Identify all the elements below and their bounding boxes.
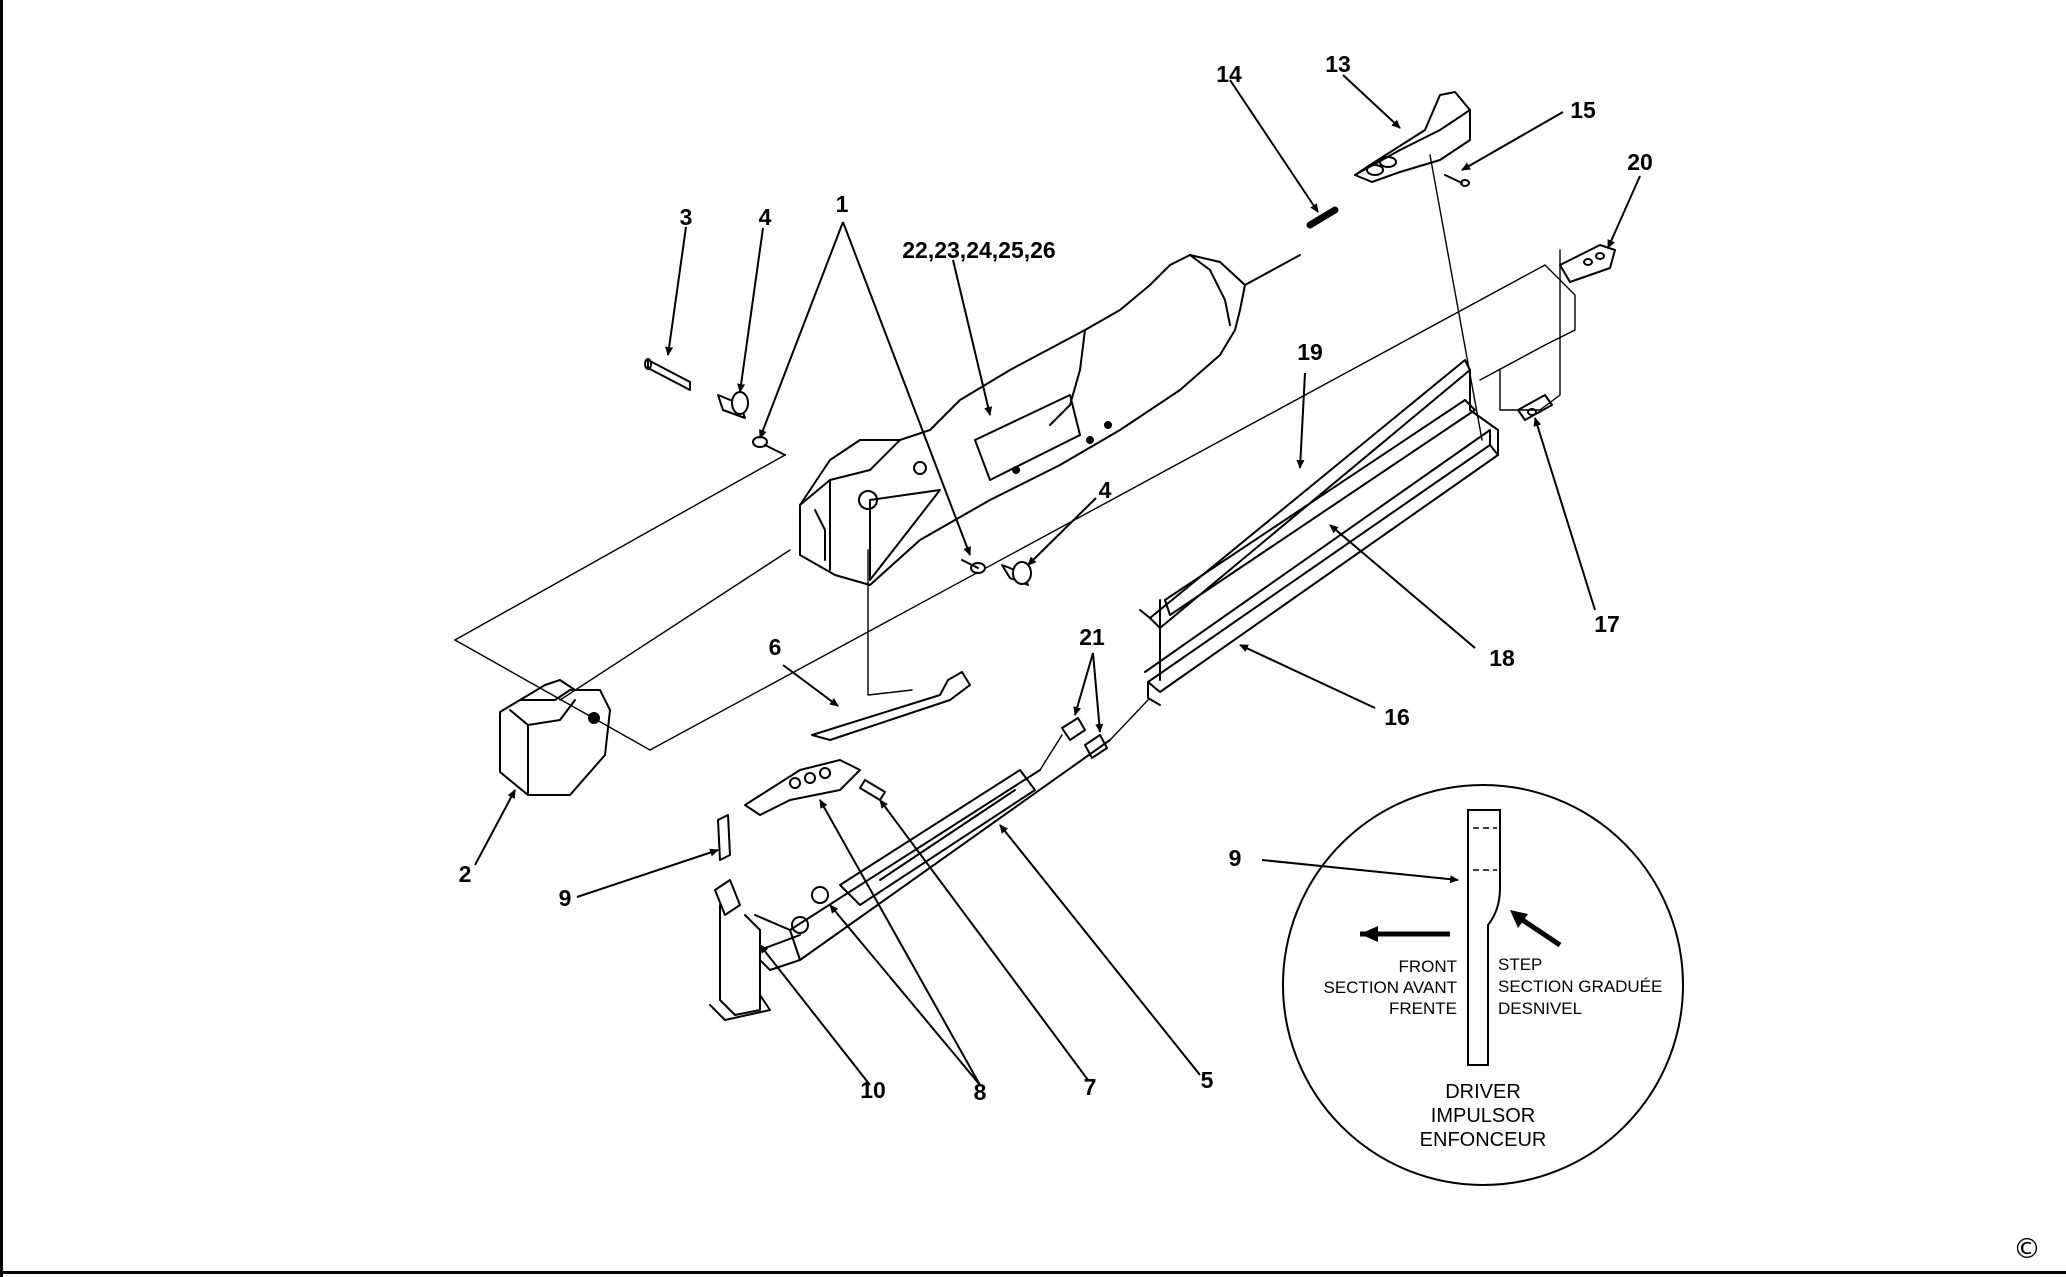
blade-part-6	[811, 671, 971, 741]
driver-label-en: DRIVER	[1445, 1081, 1521, 1103]
screw-part-1-lower	[961, 559, 986, 574]
tool-body-housing	[799, 254, 1301, 586]
callout-3: 3	[680, 204, 693, 230]
step-label-es: DESNIVEL	[1498, 999, 1582, 1018]
callout-2: 2	[459, 861, 472, 887]
magazine-rails	[1139, 359, 1499, 706]
inset-text-step: STEP SECTION GRADUÉE DESNIVEL	[1498, 955, 1662, 1018]
callout-10: 10	[860, 1077, 886, 1103]
step-label-en: STEP	[1498, 955, 1542, 974]
copyright-mark: ©	[2013, 1232, 2041, 1265]
callout-19: 19	[1297, 339, 1323, 365]
callout-20: 20	[1627, 149, 1653, 175]
leader-lines	[474, 74, 1641, 1086]
callout-9-main: 9	[559, 885, 572, 911]
callout-16: 16	[1384, 704, 1410, 730]
inset-text-driver: DRIVER IMPULSOR ENFONCEUR	[1420, 1081, 1547, 1151]
front-label-fr: SECTION AVANT	[1323, 978, 1457, 997]
pin-part-15	[1444, 174, 1470, 187]
bracket-part-20	[1559, 244, 1616, 283]
callout-labels: 1 2 3 4 4 5 6 7 8 9 9 10 13 14 15 16 17 …	[459, 51, 1653, 1105]
callout-21: 21	[1079, 624, 1105, 650]
driver-guide-lines	[1039, 699, 1149, 771]
callout-13: 13	[1325, 51, 1351, 77]
callout-6: 6	[769, 634, 782, 660]
spring-part-14	[1306, 206, 1339, 229]
frame-bottom-border	[0, 1271, 2066, 1274]
front-label-es: FRENTE	[1389, 999, 1457, 1018]
callout-9-inset: 9	[1229, 845, 1242, 871]
callout-4-upper: 4	[759, 204, 772, 230]
pin-part-3	[644, 358, 691, 391]
callout-18: 18	[1489, 645, 1515, 671]
step-label-fr: SECTION GRADUÉE	[1498, 977, 1662, 996]
driver-label-es: IMPULSOR	[1431, 1105, 1535, 1127]
callout-22-26: 22,23,24,25,26	[902, 237, 1055, 263]
callout-5: 5	[1201, 1067, 1214, 1093]
bushing-part-4-upper	[717, 391, 749, 419]
callout-7: 7	[1084, 1074, 1097, 1100]
nose-piece-part	[499, 679, 611, 796]
latch-part-13	[1354, 91, 1471, 183]
bushing-part-4-lower	[1001, 561, 1032, 586]
callout-4-lower: 4	[1099, 477, 1112, 503]
front-label-en: FRONT	[1398, 957, 1457, 976]
driver-label-fr: ENFONCEUR	[1420, 1129, 1547, 1151]
frame-left-border	[0, 0, 3, 1277]
callout-15: 15	[1570, 97, 1596, 123]
callout-1: 1	[836, 191, 849, 217]
driver-detail-inset	[1261, 784, 1684, 1186]
callout-14: 14	[1216, 61, 1242, 87]
callout-17: 17	[1594, 611, 1620, 637]
driver-blade-outline	[1467, 809, 1501, 1066]
latch-part-17	[1517, 394, 1553, 421]
assembly-guide-lines	[454, 154, 1576, 751]
screw-part-1-upper	[752, 436, 786, 456]
driver-assembly-lower	[709, 739, 1111, 1021]
inset-text-front: FRONT SECTION AVANT FRENTE	[1323, 957, 1457, 1018]
callout-8: 8	[974, 1079, 987, 1105]
